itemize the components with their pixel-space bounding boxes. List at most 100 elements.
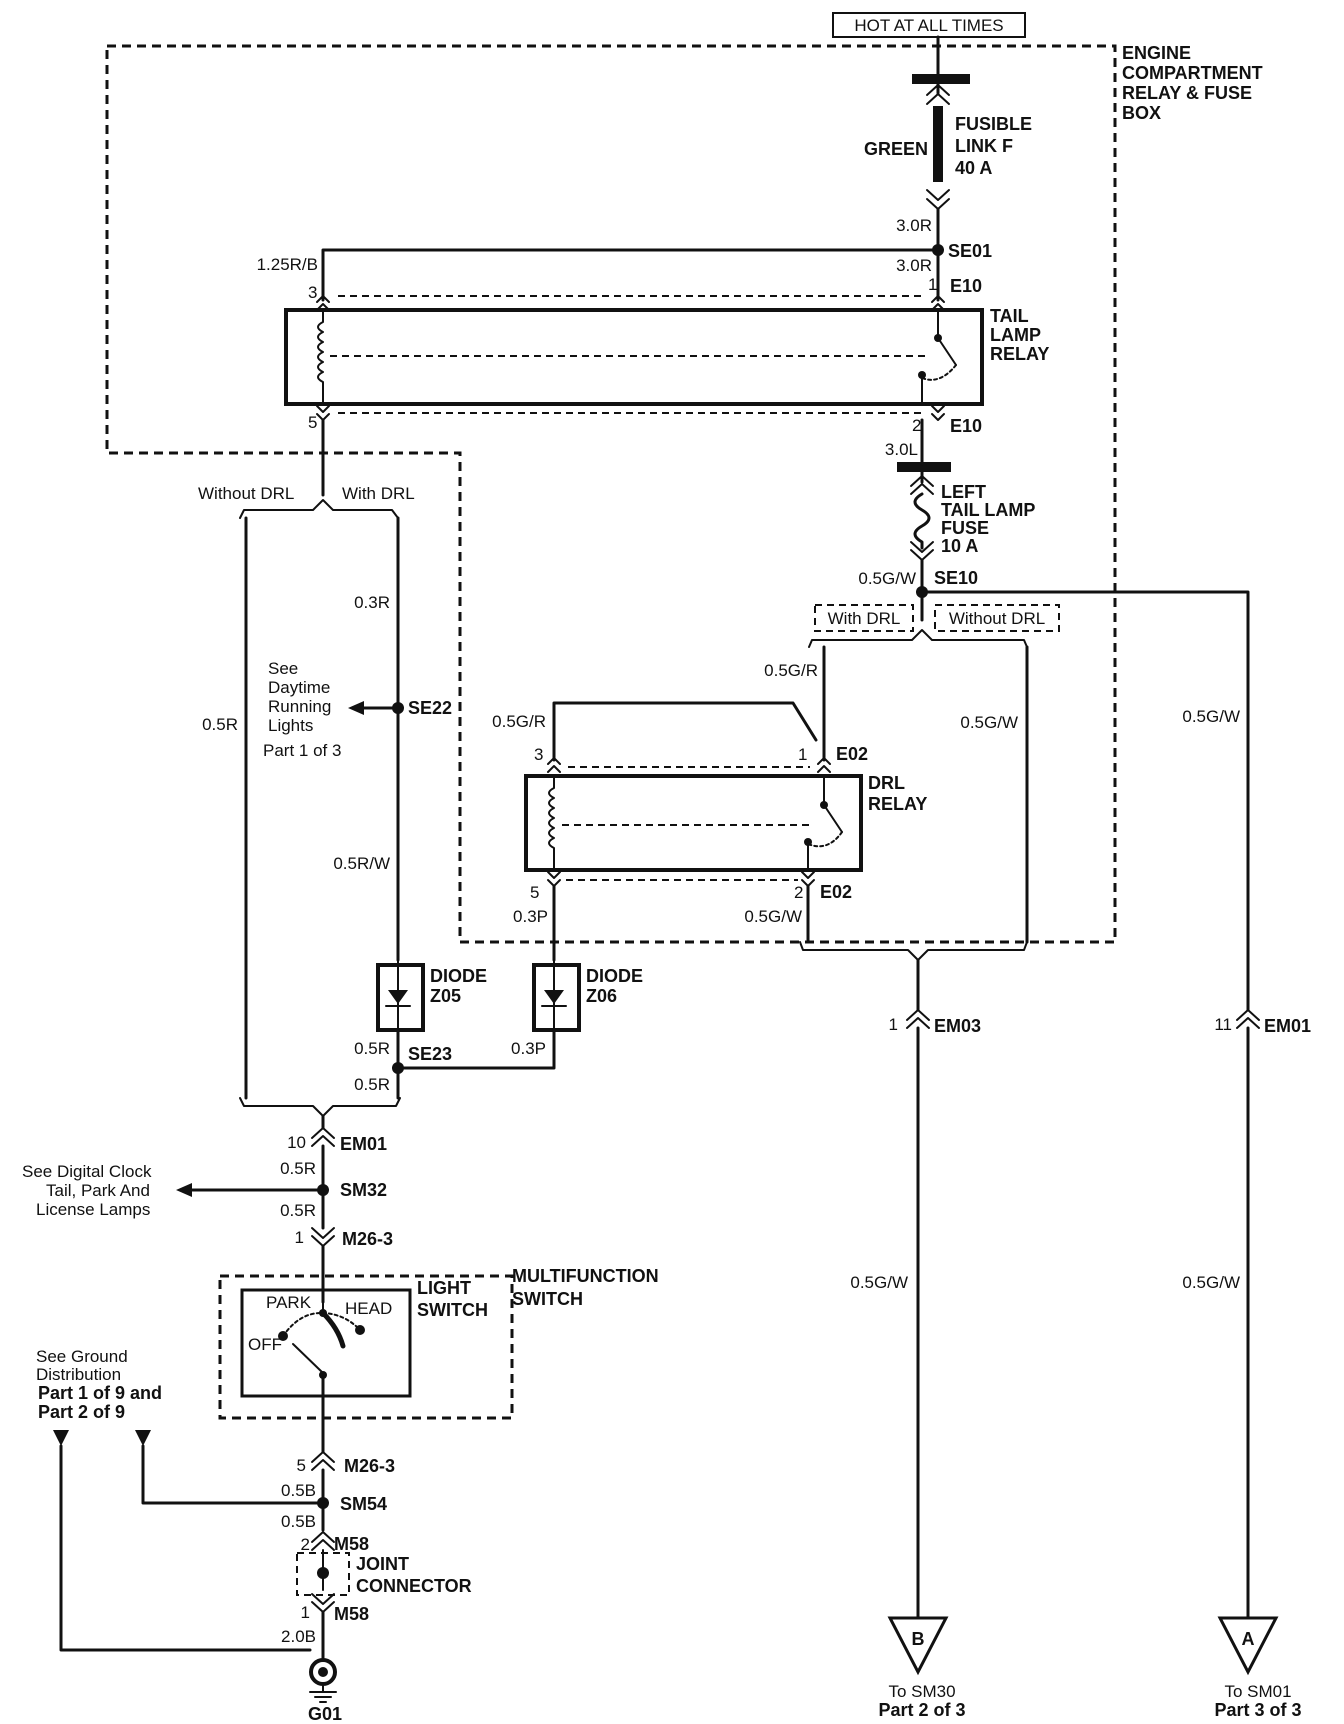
wire-label: 0.5G/R [764,661,818,680]
fuse-box-label-1: ENGINE [1122,43,1191,63]
ground-ref-arrow [135,1430,151,1446]
light-switch-label-2: SWITCH [417,1300,488,1320]
wire-label: 0.5G/W [858,569,916,588]
offpage-a-label-1: To SM01 [1224,1682,1291,1701]
offpage-connector-a [1217,1616,1279,1676]
pin-label: 5 [308,413,317,432]
multifunction-label-2: SWITCH [512,1289,583,1309]
connector-m26-label: M26-3 [344,1456,395,1476]
wire-label: 3.0L [885,440,918,459]
tail-relay-label-2: LAMP [990,325,1041,345]
offpage-b-label-1: To SM30 [888,1682,955,1701]
fusible-link-color: GREEN [864,139,928,159]
splice-se01-label: SE01 [948,241,992,261]
merge-bracket [239,1097,401,1117]
drl-reference-1: See [268,659,298,678]
reference-arrow [176,1183,192,1197]
option-without-drl: Without DRL [949,609,1045,628]
drl-reference-4: Lights [268,716,313,735]
wire-label: 0.5R [280,1159,316,1178]
splice-sm54 [317,1497,329,1509]
option-without-drl-left: Without DRL [198,484,294,503]
option-with-drl-left: With DRL [342,484,415,503]
tail-lamp-relay [284,308,984,406]
offpage-a-label-2: Part 3 of 3 [1214,1700,1301,1720]
fusible-link-label-2: LINK F [955,136,1013,156]
clock-reference-3: License Lamps [36,1200,150,1219]
fuse-box-label-3: RELAY & FUSE [1122,83,1252,103]
drl-relay-label-1: DRL [868,773,905,793]
splice-se22-label: SE22 [408,698,452,718]
diode-z06-label-2: Z06 [586,986,617,1006]
offpage-connector-b [887,1616,949,1676]
clock-reference-2: Tail, Park And [46,1181,150,1200]
tail-fuse-label-4: 10 A [941,536,978,556]
connector-em03-label: EM03 [934,1016,981,1036]
wire-label: 0.5R [202,715,238,734]
wire-label: 0.3P [511,1039,546,1058]
diode-z06 [532,963,581,1032]
drl-relay-label-2: RELAY [868,794,927,814]
connector-symbol [926,84,950,105]
tail-relay-label-1: TAIL [990,306,1029,326]
splice-sm54-label: SM54 [340,1494,387,1514]
wire-label: 0.5G/W [744,907,802,926]
multifunction-switch-boundary [218,1274,514,1420]
drl-reference-3: Running [268,697,331,716]
splice-se23-label: SE23 [408,1044,452,1064]
splice-sm32-label: SM32 [340,1180,387,1200]
wire-label: 0.5G/W [960,713,1018,732]
fusible-link-label-3: 40 A [955,158,992,178]
connector-m58-label: M58 [334,1534,369,1554]
fusible-link-label-1: FUSIBLE [955,114,1032,134]
tail-fuse-label-3: FUSE [941,518,989,538]
ground-ref-arrow [53,1430,69,1446]
option-box [814,604,914,632]
diode-z05 [376,963,425,1032]
pin-label: 1 [295,1228,304,1247]
splice-se10-label: SE10 [934,568,978,588]
pin-label: 1 [798,745,807,764]
pin-label: 2 [301,1535,310,1554]
pin-label: 3 [534,745,543,764]
option-split-bracket [239,499,399,519]
pin-label: 3 [308,283,317,302]
joint-connector-label-2: CONNECTOR [356,1576,472,1596]
tail-lamp-fuse [913,492,931,550]
wire-label: 3.0R [896,256,932,275]
pin-label: 5 [530,883,539,902]
offpage-a-letter: A [1242,1629,1255,1649]
tail-fuse-label-2: TAIL LAMP [941,500,1035,520]
merge-bracket [799,941,1028,961]
connector-em01-label: EM01 [1264,1016,1311,1036]
connector-m26-label: M26-3 [342,1229,393,1249]
pin-label: 5 [297,1456,306,1475]
diode-z05-label-2: Z05 [430,986,461,1006]
diode-z05-label-1: DIODE [430,966,487,986]
option-split-bracket [808,629,1028,648]
light-switch-label-1: LIGHT [417,1278,471,1298]
joint-connector-label-1: JOINT [356,1554,409,1574]
pin-label: 1 [301,1603,310,1622]
diode-symbol [544,990,564,1004]
drl-reference-2: Daytime [268,678,330,697]
switch-position-head: HEAD [345,1299,392,1318]
fuse-box-boundary [105,44,1117,944]
fuse-box-label-2: COMPARTMENT [1122,63,1263,83]
wire-label: 0.5G/W [1182,707,1240,726]
hot-label: HOT AT ALL TIMES [854,16,1003,35]
offpage-b-label-2: Part 2 of 3 [878,1700,965,1720]
pin-label: 1 [928,275,937,294]
wire-label: 0.3R [354,593,390,612]
wire-label: 0.5G/W [850,1273,908,1292]
wire-label: 0.5G/R [492,712,546,731]
wire-label: 1.25R/B [257,255,318,274]
relay-coil [317,311,324,403]
tail-fuse-label-1: LEFT [941,482,986,502]
ground-g01-label: G01 [308,1704,342,1724]
connector-em01-label: EM01 [340,1134,387,1154]
switch-position-park: PARK [266,1293,312,1312]
connector-e10-label: E10 [950,416,982,436]
wire-label: 0.5R/W [333,854,390,873]
wire-label: 0.3P [513,907,548,926]
